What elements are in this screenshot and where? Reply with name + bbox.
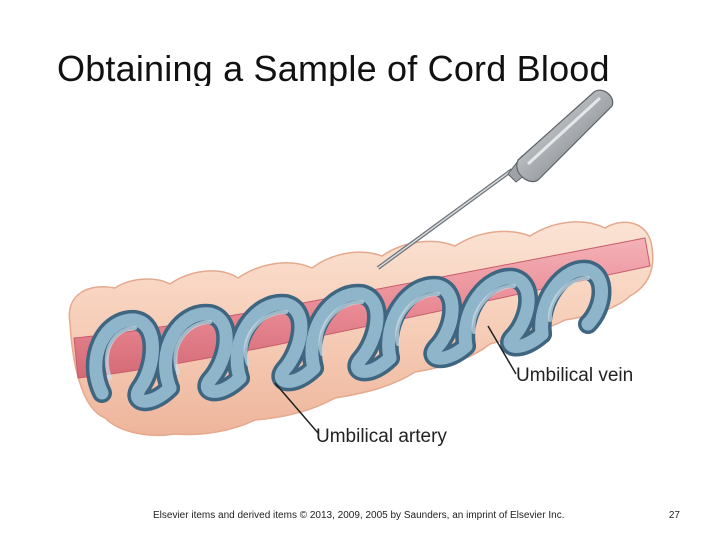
needle-icon: [376, 89, 614, 270]
umbilical-cord-illustration: Umbilical vein Umbilical artery: [68, 89, 654, 447]
umbilical-vein-label: Umbilical vein: [516, 365, 633, 386]
artery-leader-line: [274, 382, 319, 434]
umbilical-artery-label: Umbilical artery: [316, 426, 447, 447]
copyright-footer: Elsevier items and derived items © 2013,…: [153, 510, 565, 521]
umbilical-artery-coils: [85, 259, 612, 412]
vein-leader-line: [487, 325, 517, 375]
slide-title: Obtaining a Sample of Cord Blood: [57, 48, 610, 86]
page-number: 27: [668, 510, 680, 521]
